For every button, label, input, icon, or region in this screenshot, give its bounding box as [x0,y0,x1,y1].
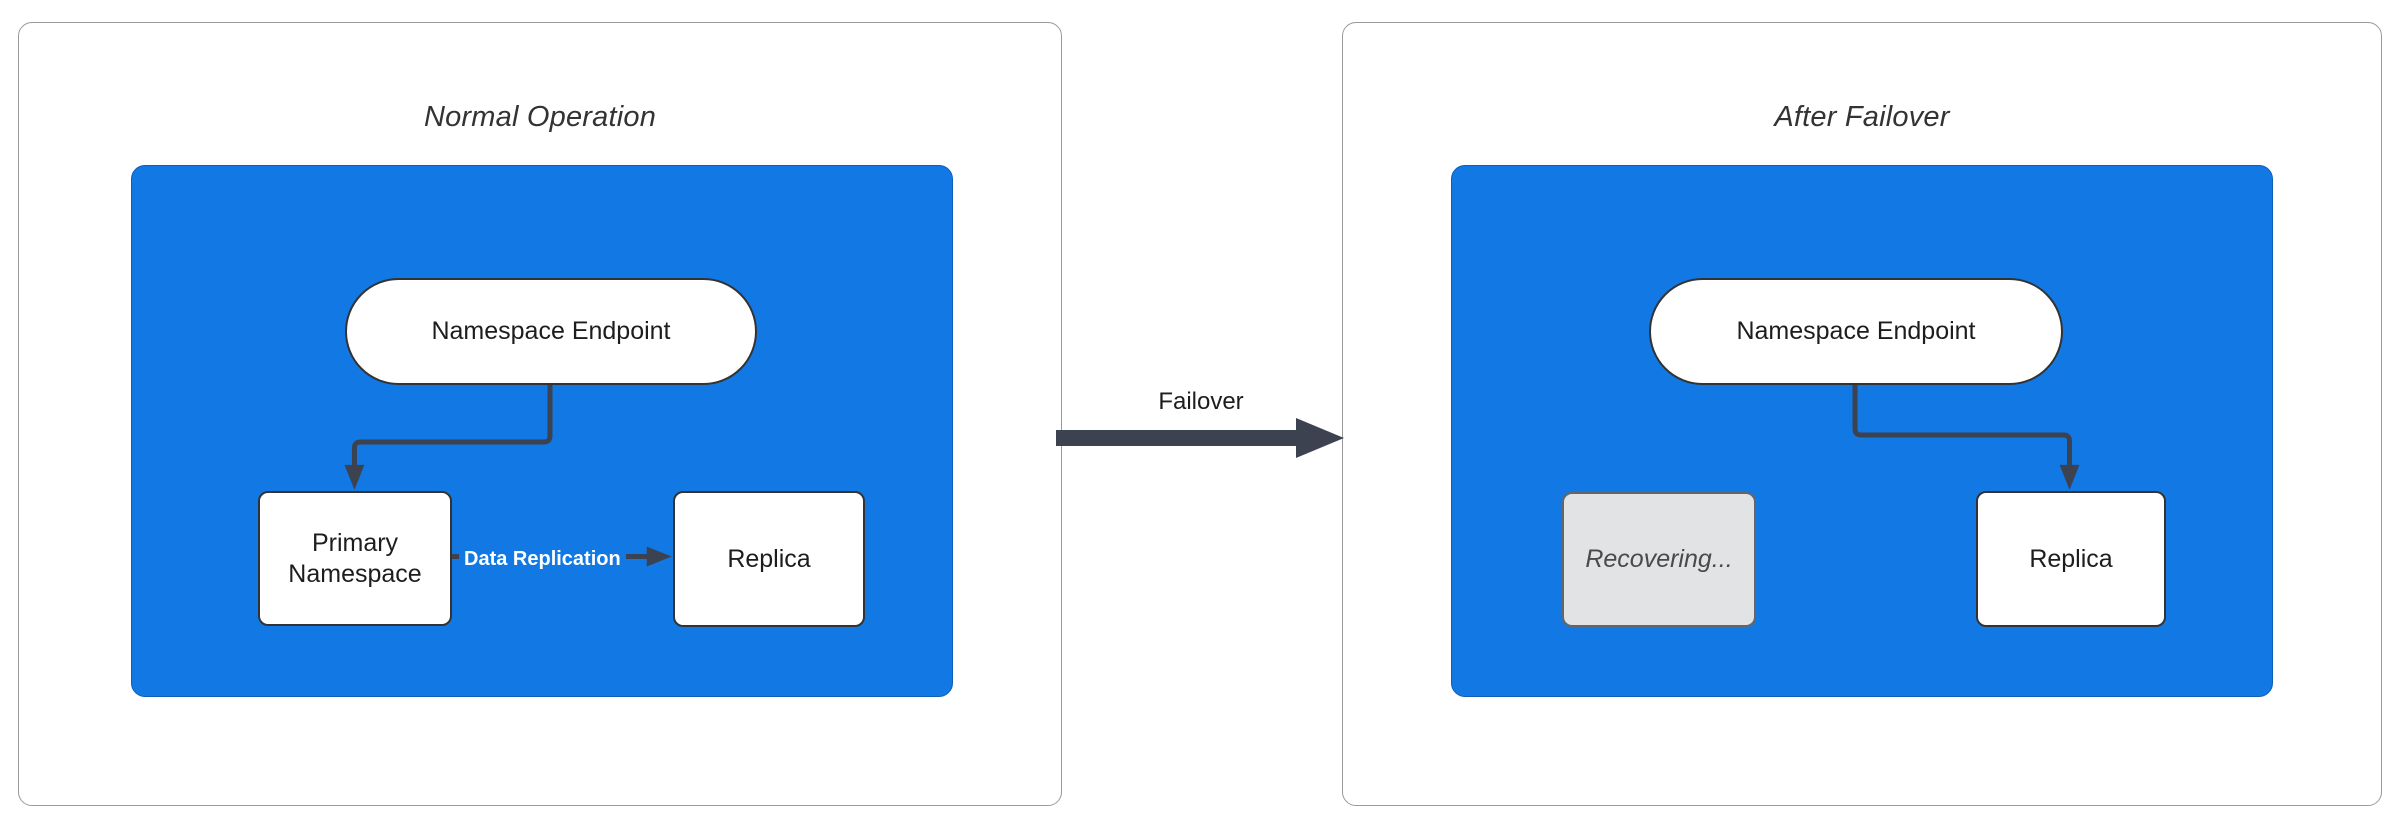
node-label: Recovering... [1585,545,1733,574]
node-label: Primary Namespace [288,528,421,589]
node-label-line1: Primary [311,529,399,557]
transition-label-failover: Failover [1158,388,1244,415]
panel-normal-operation: Normal Operation Namespace Endpoint Prim… [18,22,1062,806]
node-replica-right[interactable]: Replica [1976,491,2166,627]
node-label: Replica [2029,544,2113,573]
transition-arrow-failover [1056,418,1344,458]
node-label: Namespace Endpoint [1736,317,1976,346]
node-label: Replica [727,544,811,573]
region-namespace-group-right: Namespace Endpoint Recovering... Replica [1451,165,2273,697]
node-recovering[interactable]: Recovering... [1562,492,1756,627]
node-label-line2: Namespace [288,559,422,588]
panel-title-normal-operation: Normal Operation [423,101,657,133]
edge-label-data-replication: Data Replication [459,547,626,572]
region-namespace-group-left: Namespace Endpoint Primary Namespace Rep… [131,165,953,697]
node-namespace-endpoint-left[interactable]: Namespace Endpoint [345,278,757,385]
node-primary-namespace[interactable]: Primary Namespace [258,491,452,626]
node-namespace-endpoint-right[interactable]: Namespace Endpoint [1649,278,2063,385]
panel-title-after-failover: After Failover [1774,101,1950,133]
panel-after-failover: After Failover Namespace Endpoint Recove… [1342,22,2382,806]
node-replica-left[interactable]: Replica [673,491,865,627]
node-label: Namespace Endpoint [431,317,671,346]
